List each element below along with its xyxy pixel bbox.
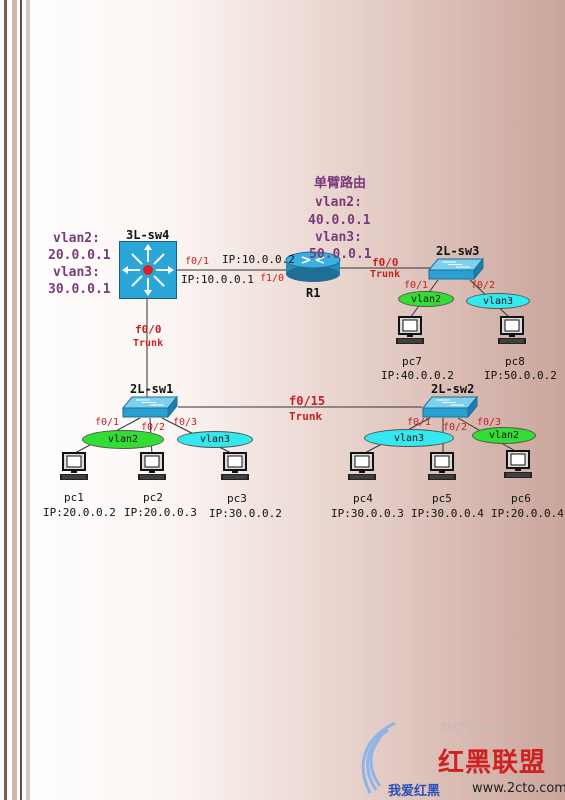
left-stripe xyxy=(4,0,7,800)
left-stripe xyxy=(26,0,30,800)
pc-ip: IP:40.0.0.2 xyxy=(381,369,454,382)
l2-switch-icon[interactable] xyxy=(421,395,479,419)
pc-ip: IP:30.0.0.4 xyxy=(411,507,484,520)
pc-ip: IP:30.0.0.2 xyxy=(209,507,282,520)
sw4-vlan2-ip: 20.0.0.1 xyxy=(48,248,111,263)
sw3-name: 2L-sw3 xyxy=(436,244,480,258)
pc-icon[interactable] xyxy=(137,452,167,482)
sw4-vlan2-label: vlan2: xyxy=(53,231,100,246)
pc-name: pc2 xyxy=(143,491,163,504)
port-label: f1/0 xyxy=(260,273,285,284)
pc-icon[interactable] xyxy=(503,450,533,480)
port-label: f0/1 xyxy=(404,280,429,291)
pc-name: pc8 xyxy=(505,355,525,368)
watermark-site-cn: 我爱红黑 xyxy=(388,784,441,799)
port-label: f0/2 xyxy=(443,422,468,433)
l2-switch-icon[interactable] xyxy=(427,257,485,281)
ip-label: IP:10.0.0.2 xyxy=(222,253,295,266)
pc-name: pc1 xyxy=(64,491,84,504)
sw4-name: 3L-sw4 xyxy=(126,228,170,242)
pc-name: pc5 xyxy=(432,492,452,505)
sw2-name: 2L-sw2 xyxy=(431,382,475,396)
pc-name: pc7 xyxy=(402,355,422,368)
pc-ip: IP:50.0.0.2 xyxy=(484,369,557,382)
trunk-label: Trunk xyxy=(370,269,401,280)
port-label: f0/0 xyxy=(372,256,399,269)
router-icon[interactable] xyxy=(284,250,342,284)
port-label: f0/3 xyxy=(173,417,198,428)
pc-ip: IP:30.0.0.3 xyxy=(331,507,404,520)
sw4-vlan3-label: vlan3: xyxy=(53,265,100,280)
vlan2-oval: vlan2 xyxy=(472,427,536,444)
pc-name: pc4 xyxy=(353,492,373,505)
r1-vlan2-label: vlan2: xyxy=(315,195,362,210)
vlan2-oval: vlan2 xyxy=(398,291,454,307)
left-stripe xyxy=(20,0,22,800)
pc-icon[interactable] xyxy=(395,316,425,346)
pc-ip: IP:20.0.0.4 xyxy=(491,507,564,520)
watermark-logo: 红黑联盟 xyxy=(438,748,547,778)
pc-icon[interactable] xyxy=(59,452,89,482)
vlan3-oval: vlan3 xyxy=(466,293,530,309)
router-on-stick-title: 单臂路由 xyxy=(314,176,367,191)
port-label: f0/2 xyxy=(141,422,166,433)
pc-icon[interactable] xyxy=(497,316,527,346)
ip-label: IP:10.0.0.1 xyxy=(181,273,254,286)
wings-logo-icon xyxy=(361,721,396,794)
port-label: f0/3 xyxy=(477,417,502,428)
r1-vlan3-label: vlan3: xyxy=(315,230,362,245)
r1-vlan3-ip: 50.0.0.1 xyxy=(309,247,372,262)
port-label: f0/0 xyxy=(135,323,162,336)
vlan3-oval: vlan3 xyxy=(177,431,253,448)
port-label: f0/1 xyxy=(185,256,210,267)
watermark-faint: 51CTO.com xyxy=(440,722,498,733)
left-stripe xyxy=(12,0,17,800)
vlan3-oval: vlan3 xyxy=(364,429,454,447)
watermark-site-en: www.2cto.com xyxy=(472,781,565,796)
pc-icon[interactable] xyxy=(427,452,457,482)
l2-switch-icon[interactable] xyxy=(121,395,179,419)
sw1-name: 2L-sw1 xyxy=(130,382,174,396)
pc-ip: IP:20.0.0.3 xyxy=(124,506,197,519)
port-label: f0/15 xyxy=(289,394,326,408)
port-label: f0/2 xyxy=(471,280,496,291)
sw4-vlan3-ip: 30.0.0.1 xyxy=(48,282,111,297)
r1-vlan2-ip: 40.0.0.1 xyxy=(308,213,371,228)
pc-icon[interactable] xyxy=(347,452,377,482)
pc-icon[interactable] xyxy=(220,452,250,482)
vlan2-oval: vlan2 xyxy=(82,430,164,449)
r1-name: R1 xyxy=(306,286,321,300)
port-label: f0/1 xyxy=(95,417,120,428)
trunk-label: Trunk xyxy=(289,410,323,423)
pc-ip: IP:20.0.0.2 xyxy=(43,506,116,519)
pc-name: pc3 xyxy=(227,492,247,505)
l3-switch-icon[interactable] xyxy=(119,241,177,299)
port-label: f0/1 xyxy=(407,417,432,428)
trunk-label: Trunk xyxy=(133,338,164,349)
pc-name: pc6 xyxy=(511,492,531,505)
